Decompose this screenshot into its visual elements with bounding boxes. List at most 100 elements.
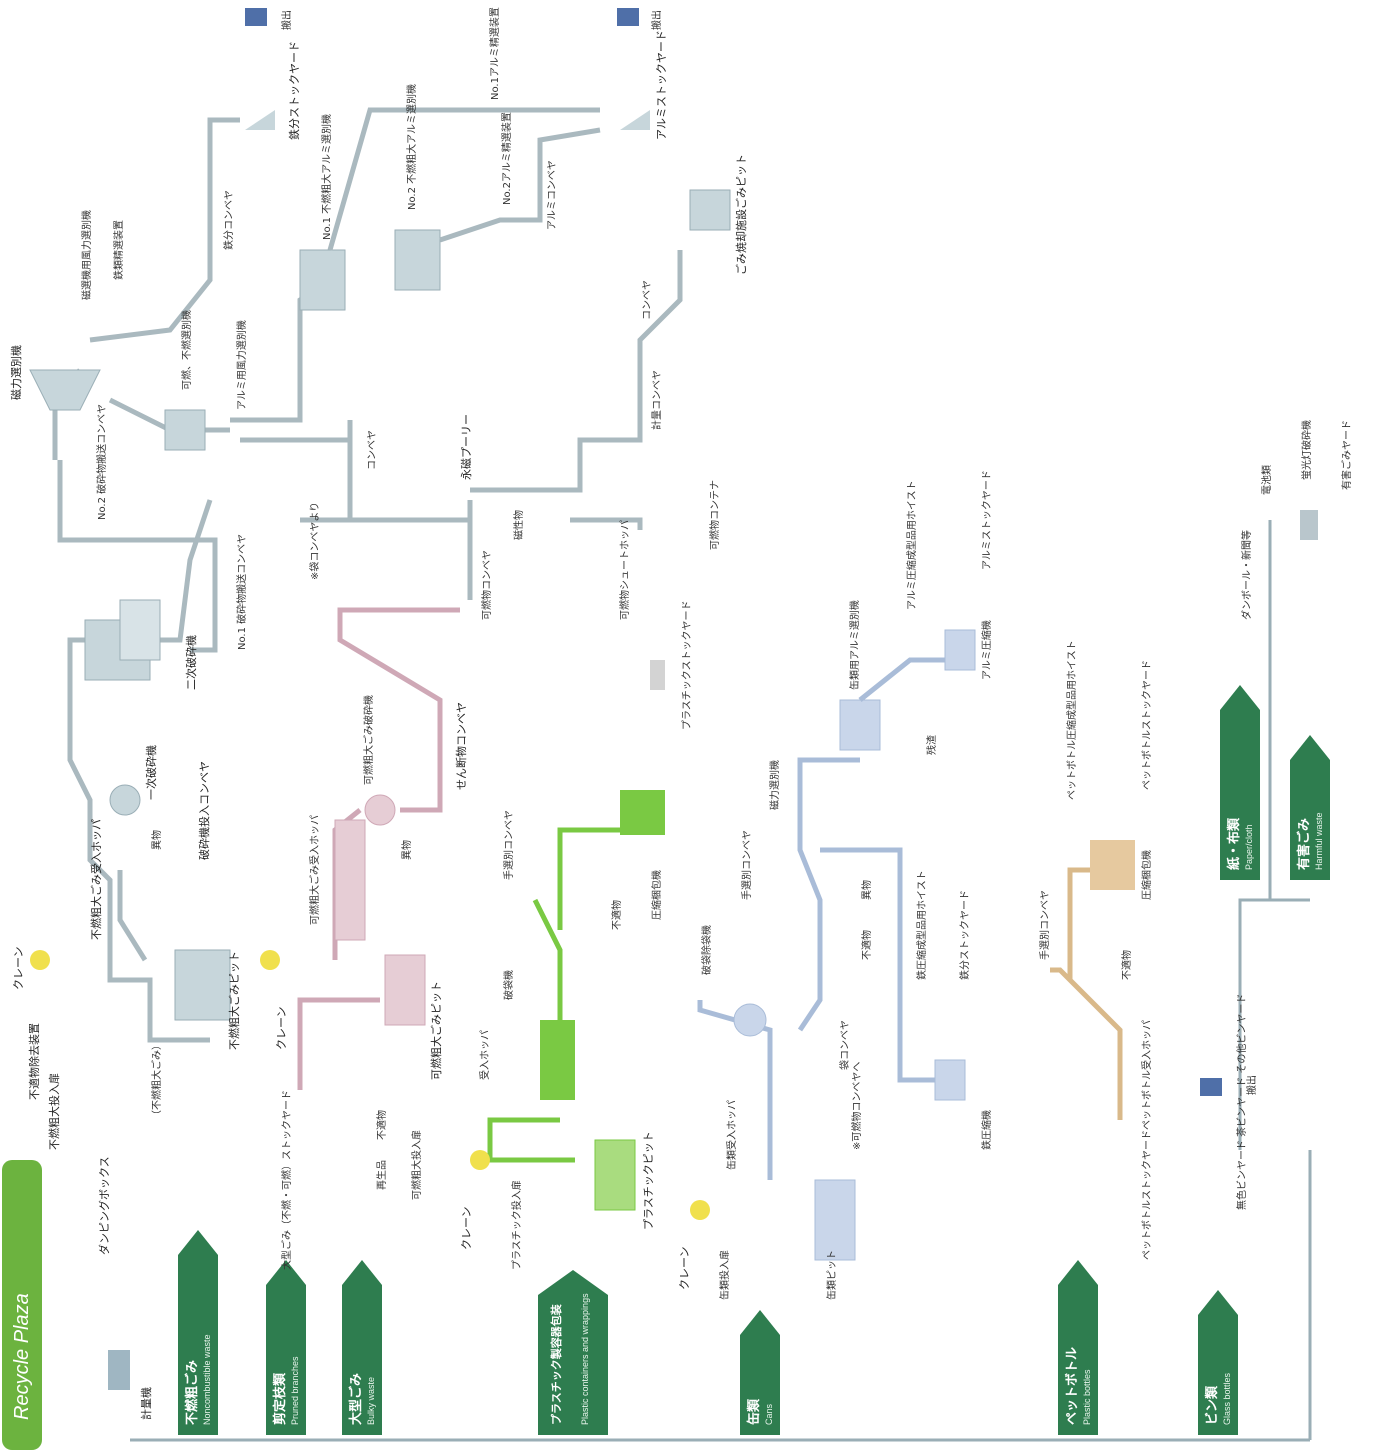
label-conveyor2: コンベヤ — [641, 280, 653, 320]
iron-stockyard — [245, 110, 275, 130]
label-comb-noncomb-sep: 可燃、不燃選別機 — [180, 310, 193, 390]
label-weigh-conv: 計量コンベヤ — [650, 370, 663, 430]
label-unsuitable3: 不適物 — [860, 930, 873, 960]
diagram-labels: 計量機 ダンピングボックス 不燃粗大投入扉 不適物除去装置 クレーン 不燃粗大ご… — [9, 7, 1353, 1420]
label-crusher-feed-conv: 破砕機投入コンベヤ — [197, 761, 211, 860]
svg-text:Plastic containers and wrappin: Plastic containers and wrappings — [580, 1293, 590, 1425]
bulky-feed-line — [297, 997, 380, 1090]
comb-noncomb-separator — [164, 409, 206, 451]
label-no2-crushed-conv: No.2 破砕物搬送コンベヤ — [95, 404, 108, 520]
label-bag-breaker: 破袋機 — [502, 970, 515, 1000]
label-carry-out: 搬出 — [280, 10, 293, 30]
label-can-hopper: 缶類受入ホッパ — [725, 1100, 738, 1170]
label-bag-conv: 袋コンベヤ — [838, 1020, 851, 1070]
label-iron-refiner: 鉄類精選装置 — [112, 220, 125, 280]
can-pit — [814, 1179, 856, 1261]
label-comb-conv: 可燃物コンベヤ — [480, 550, 493, 620]
label-bag-breaker2: 破袋除袋機 — [700, 925, 713, 975]
label-iron-hoist: 鉄圧縮成型品用ホイスト — [915, 870, 928, 980]
noncomb-hopper-chute — [117, 870, 148, 962]
svg-text:Bulky waste: Bulky waste — [366, 1377, 376, 1425]
label-foreign-removal: 不適物除去装置 — [27, 1023, 41, 1100]
label-crane2: クレーン — [275, 1007, 288, 1050]
al-press — [944, 629, 976, 671]
paper-harmful-branch — [1238, 520, 1310, 1150]
label-battery: 電池類 — [1260, 465, 1273, 495]
iron-press-line — [820, 847, 940, 1083]
pet-compress-pack — [1090, 840, 1135, 890]
label-comb-container: 可燃物コンテナ — [708, 480, 721, 550]
label-magnet-pulley: 永磁プーリー — [459, 414, 473, 480]
truck-icon — [1200, 1078, 1222, 1096]
weigh-conveyor — [577, 250, 683, 460]
stream-arrow-cans: 缶類 Cans — [740, 1310, 780, 1435]
crane-icon — [260, 950, 280, 970]
label-shear-conv: せん断物コンベヤ — [454, 702, 468, 790]
label-compress-pack: 圧縮梱包機 — [650, 870, 663, 920]
can-al-separator — [839, 699, 881, 751]
plastic-compress-pack — [620, 790, 665, 835]
label-magnetic-material: 磁性物 — [512, 510, 525, 540]
svg-text:ペットボトル: ペットボトル — [1064, 1347, 1080, 1425]
label-conveyor-kana: コンベヤ — [366, 430, 378, 470]
label-harmful-yard: 有害ごみヤード — [1340, 420, 1353, 490]
svg-text:Cans: Cans — [764, 1403, 774, 1425]
label-no2-al-sep: No.2 不燃粗大アルミ選別機 — [405, 84, 418, 210]
plastic-pit — [594, 1139, 636, 1211]
stream-arrow-harmful: 有害ごみ Harmful waste — [1290, 735, 1330, 880]
label-hand-sort-conv2: 手選別コンベヤ — [740, 830, 753, 900]
stream-arrow-bulky: 大型ごみ Bulky waste — [342, 1260, 382, 1435]
receive-hopper — [540, 1020, 575, 1100]
no1-al-to-refiner — [327, 107, 600, 251]
label-pet-hand-conv: 手選別コンベヤ — [1038, 890, 1051, 960]
label-comb-hopper: 可燃粗大ごみ受入ホッパ — [308, 815, 321, 925]
label-comb-crusher: 可燃粗大ごみ破砕機 — [362, 695, 375, 785]
label-comb-chute: 可燃物シュートホッパ — [618, 520, 631, 620]
stream-arrow-paper: 紙・布類 Paper/cloth — [1220, 685, 1260, 880]
plastic-hand-sort-conveyor — [557, 827, 620, 930]
label-secondary-crusher: 二次破砕機 — [184, 635, 198, 690]
noncomb-pit — [174, 949, 231, 1021]
crane-icon — [470, 1150, 490, 1170]
shear-conveyor — [337, 607, 460, 813]
label-pet-press: 圧縮梱包機 — [1140, 850, 1153, 900]
label-plastic-pit: プラスチックピット — [642, 1131, 655, 1230]
al-stockyard — [620, 110, 650, 130]
label-carry-out-glass: 搬出 — [1245, 1075, 1258, 1095]
stream-arrow-pet: ペットボトル Plastic bottles — [1058, 1260, 1098, 1435]
label-no1-al-refiner: No.1アルミ精選装置 — [488, 7, 501, 100]
iron-conveyor — [89, 117, 240, 343]
pet-hopper-conveyor — [1050, 967, 1123, 1120]
label-plastic-yard: プラスチックストックヤード — [681, 601, 693, 731]
label-al-yard: アルミストックヤード — [655, 30, 668, 140]
label-primary-crusher: 一次破砕機 — [144, 745, 158, 800]
label-can-pit: 缶類ピット — [825, 1250, 838, 1300]
comb-crusher — [364, 794, 396, 826]
pet-hand-sort-conveyor — [1067, 867, 1090, 980]
lamp-crusher-icon — [1300, 510, 1318, 540]
label-carry-out-al: 搬出 — [650, 10, 663, 30]
stream-arrow-glass: ビン類 Glass bottles — [1198, 1290, 1238, 1435]
label-dumping-box: ダンピングボックス — [97, 1156, 111, 1255]
label-can-gate: 缶類投入扉 — [718, 1250, 731, 1300]
label-al-wind-sep: アルミ用風力選別機 — [235, 320, 248, 410]
label-al-yard2: アルミストックヤード — [981, 470, 993, 570]
label-from-bag-conv: ※袋コンベヤより — [308, 502, 321, 580]
label-pet-yard2: ペットボトルストックヤード — [1141, 660, 1153, 790]
truck-icon — [617, 8, 639, 26]
label-unsuitable: 不適物 — [375, 1110, 388, 1140]
al-press-line — [858, 657, 950, 702]
label-al-hoist: アルミ圧縮成型品用ホイスト — [905, 480, 918, 610]
comb-pit — [384, 954, 426, 1026]
label-crane3: クレーン — [460, 1207, 473, 1250]
label-glass-yard: 無色ビンヤード 茶ビンヤード その他ビンヤード — [1235, 994, 1248, 1210]
label-noncomb-pit: 不燃粗大ごみピット — [227, 951, 241, 1050]
label-receive-hopper: 受入ホッパ — [479, 1030, 491, 1080]
iron-press — [934, 1059, 966, 1101]
label-magnetic-sep: 磁力選別機 — [9, 345, 23, 400]
plastic-feed-line — [487, 1117, 575, 1163]
primary-crusher — [109, 784, 141, 816]
noncomb-main-line — [67, 499, 213, 1043]
label-iron-conv: 鉄分コンベヤ — [222, 190, 235, 250]
truck-icon — [245, 8, 267, 26]
